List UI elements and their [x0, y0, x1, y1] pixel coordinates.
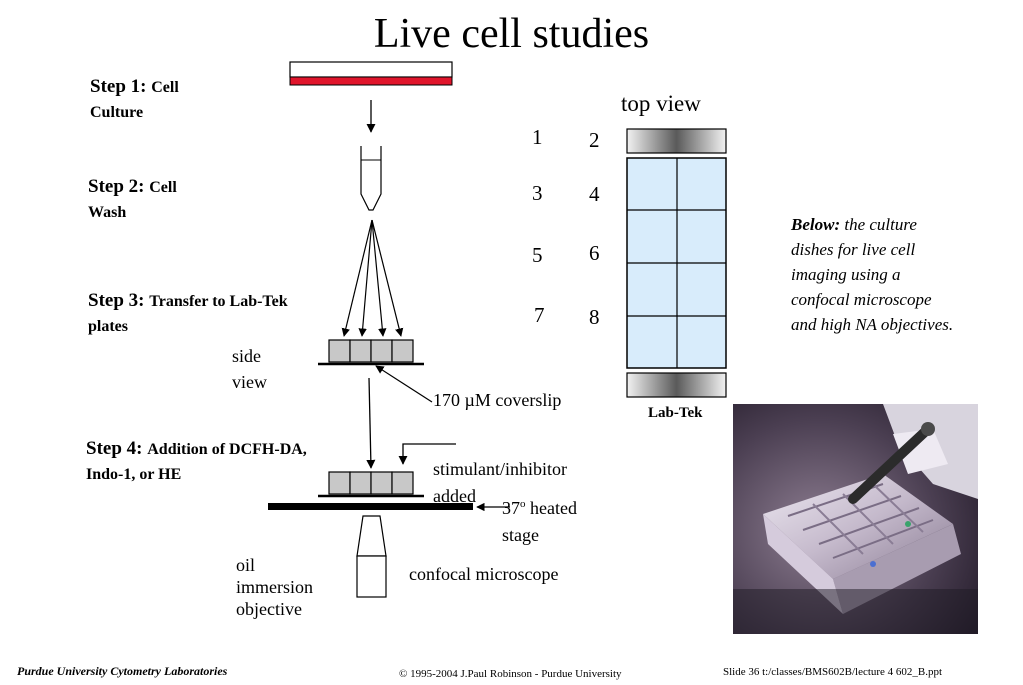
- heated-stage-text: heated stage: [502, 498, 577, 545]
- step-1-lead: Step 1:: [90, 76, 152, 97]
- step-3-lead: Step 3:: [88, 290, 150, 311]
- stimulant-arrow: [398, 443, 456, 465]
- step-4-text: Addition of DCFH-DA, Indo-1, or HE: [86, 441, 307, 483]
- lab-tek-label: Lab-Tek: [648, 405, 703, 421]
- heated-stage: [268, 503, 473, 510]
- heated-stage-temp: 37: [502, 498, 520, 518]
- caption-note-lead: Below:: [791, 215, 841, 234]
- step-2-lead: Step 2:: [88, 176, 150, 197]
- caption-note: Below: the culture dishes for live cell …: [791, 212, 956, 337]
- footer-slide-info: Slide 36 t:/classes/BMS602B/lecture 4 60…: [723, 666, 943, 678]
- footer-copyright: © 1995-2004 J.Paul Robinson - Purdue Uni…: [399, 668, 622, 680]
- footer-left: Purdue University Cytometry Laboratories: [17, 664, 228, 678]
- well-number-1: 1: [532, 125, 543, 149]
- well-number-6: 6: [589, 241, 600, 265]
- well-number-2: 2: [589, 128, 600, 152]
- arrow-to-stage: [366, 377, 376, 469]
- caption-note-text: the culture dishes for live cell imaging…: [791, 215, 954, 334]
- well-number-5: 5: [532, 243, 543, 267]
- step-1-text: Cell Culture: [90, 79, 179, 121]
- coverslip-label: 170 µM coverslip: [433, 390, 562, 410]
- well-number-7: 7: [534, 303, 545, 327]
- top-view-label: top view: [621, 91, 701, 116]
- confocal-label: confocal microscope: [409, 564, 559, 584]
- lab-tek-photo: [733, 404, 978, 634]
- stage-plate: [318, 471, 424, 498]
- side-view-plate: [318, 339, 424, 366]
- step-4-lead: Step 4:: [86, 438, 148, 459]
- step-2-text: Cell Wash: [88, 179, 177, 221]
- well-number-4: 4: [589, 182, 600, 206]
- stimulant-label: stimulant/inhibitor added: [433, 459, 567, 506]
- step-4: Step 4: Addition of DCFH-DA, Indo-1, or …: [86, 436, 346, 487]
- transfer-arrows: [341, 219, 404, 337]
- step-2: Step 2: Cell Wash: [88, 174, 218, 225]
- slide-title: Live cell studies: [373, 11, 650, 57]
- heated-stage-label: 37o heated stage: [502, 491, 602, 549]
- culture-dish: [289, 61, 453, 86]
- well-number-3: 3: [532, 181, 543, 205]
- coverslip-pointer: [375, 365, 433, 403]
- step-1: Step 1: Cell Culture: [90, 74, 220, 125]
- step-3: Step 3: Transfer to Lab-Tek plates: [88, 288, 328, 339]
- degree-mark: o: [520, 498, 526, 510]
- objective-lens: [356, 515, 387, 598]
- lab-tek-top-view: [626, 128, 727, 398]
- oil-objective-label: oil immersion objective: [236, 555, 313, 619]
- step-3-text: Transfer to Lab-Tek plates: [88, 293, 288, 335]
- well-number-8: 8: [589, 305, 600, 329]
- wash-tube: [360, 146, 382, 211]
- side-view-label: side view: [232, 346, 267, 392]
